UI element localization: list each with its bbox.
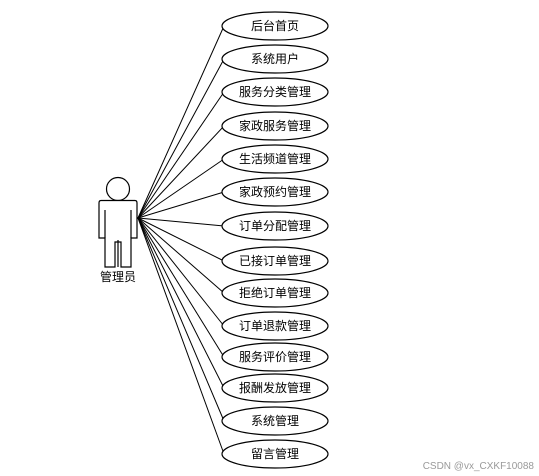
association-line [137, 191, 225, 219]
use-case: 服务评价管理 [221, 342, 329, 372]
use-case-label: 生活频道管理 [239, 151, 311, 166]
use-case-label: 报酬发放管理 [239, 380, 311, 395]
use-case-label: 系统管理 [251, 413, 299, 428]
use-case-label: 系统用户 [251, 51, 299, 66]
actor-body [98, 199, 138, 268]
use-case: 订单退款管理 [221, 311, 329, 341]
use-case-ellipse [221, 278, 329, 308]
use-cases: 后台首页系统用户服务分类管理家政服务管理生活频道管理家政预约管理订单分配管理已接… [221, 11, 329, 469]
actor-head [105, 176, 131, 202]
use-case: 家政预约管理 [221, 177, 329, 207]
use-case-label: 服务评价管理 [239, 349, 311, 364]
use-case: 拒绝订单管理 [221, 278, 329, 308]
association-line [137, 217, 225, 327]
use-case: 后台首页 [221, 11, 329, 41]
use-case-ellipse [221, 11, 329, 41]
use-case-ellipse [221, 144, 329, 174]
association-line [137, 217, 225, 455]
association-line [137, 217, 225, 358]
association-line [137, 91, 225, 219]
actor-figure [98, 176, 138, 268]
use-case: 报酬发放管理 [221, 373, 329, 403]
use-case: 留言管理 [221, 439, 329, 469]
watermark: CSDN @vx_CXKF10088 [423, 461, 535, 472]
use-case-ellipse [221, 77, 329, 107]
use-case-ellipse [221, 342, 329, 372]
use-case: 生活频道管理 [221, 144, 329, 174]
use-case: 系统用户 [221, 44, 329, 74]
association-lines [137, 25, 225, 455]
use-case: 已接订单管理 [221, 246, 329, 276]
use-case-ellipse [221, 246, 329, 276]
use-case-label: 订单退款管理 [239, 318, 311, 333]
use-case: 家政服务管理 [221, 111, 329, 141]
use-case-label: 家政预约管理 [239, 184, 311, 199]
use-case: 服务分类管理 [221, 77, 329, 107]
actor-label: 管理员 [100, 269, 136, 284]
association-line [137, 217, 225, 262]
association-line [137, 25, 225, 219]
use-case-label: 订单分配管理 [239, 218, 311, 233]
use-case-label: 已接订单管理 [239, 253, 311, 268]
association-line [137, 217, 225, 227]
association-line [137, 125, 225, 219]
use-case-label: 家政服务管理 [239, 118, 311, 133]
use-case-ellipse [221, 406, 329, 436]
use-case: 系统管理 [221, 406, 329, 436]
association-line [137, 58, 225, 219]
association-line [137, 158, 225, 219]
use-case-ellipse [221, 373, 329, 403]
use-case-ellipse [221, 311, 329, 341]
use-case: 订单分配管理 [221, 211, 329, 241]
use-case-ellipse [221, 44, 329, 74]
use-case-label: 留言管理 [251, 446, 299, 461]
use-case-label: 后台首页 [251, 18, 299, 33]
use-case-ellipse [221, 177, 329, 207]
use-case-ellipse [221, 111, 329, 141]
association-line [137, 217, 225, 294]
use-case-ellipse [221, 211, 329, 241]
use-case-label: 服务分类管理 [239, 84, 311, 99]
association-line [137, 217, 225, 389]
use-case-ellipse [221, 439, 329, 469]
use-case-label: 拒绝订单管理 [239, 285, 311, 300]
association-line [137, 217, 225, 422]
